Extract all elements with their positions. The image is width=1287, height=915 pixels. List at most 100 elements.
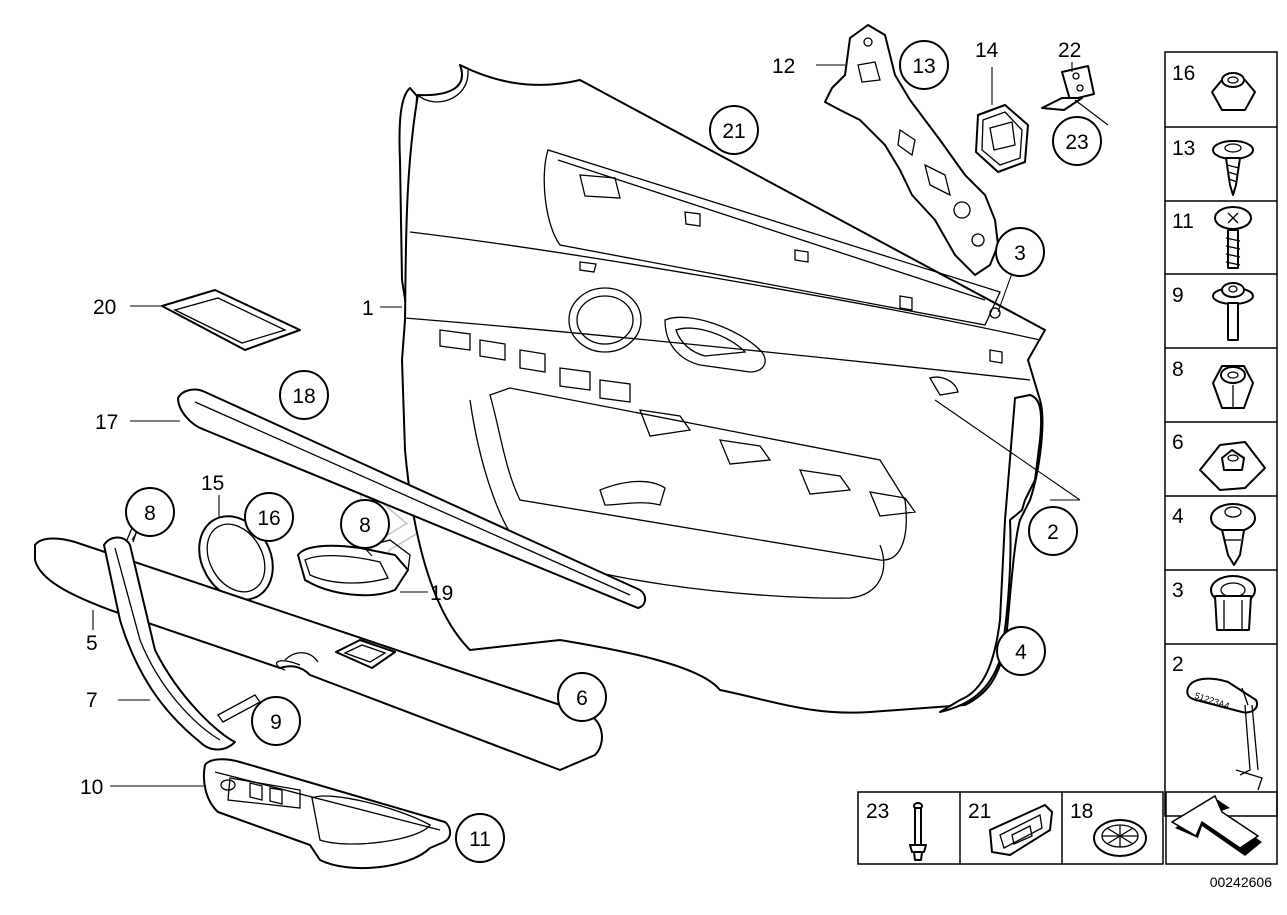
callouts: 1 2 3 4 5 6 7 8 8 9 10 11 12 13 14 15 16… xyxy=(80,39,1102,863)
callout-5: 5 xyxy=(86,632,98,655)
svg-text:16: 16 xyxy=(257,507,280,530)
legend-row-9: 9 xyxy=(1172,282,1254,341)
svg-text:17: 17 xyxy=(95,411,118,434)
svg-text:7: 7 xyxy=(86,689,98,712)
callout-14: 14 xyxy=(975,39,999,62)
legend-row-16: 16 xyxy=(1172,62,1256,111)
svg-text:10: 10 xyxy=(80,776,103,799)
callout-20: 20 xyxy=(93,296,116,319)
svg-text:21: 21 xyxy=(968,800,991,823)
direction-arrow-box xyxy=(1165,791,1278,865)
svg-text:11: 11 xyxy=(1172,210,1194,233)
clip-bracket-icon xyxy=(989,804,1053,856)
svg-text:19: 19 xyxy=(430,582,453,605)
svg-text:23: 23 xyxy=(866,800,889,823)
callout-2: 2 xyxy=(1028,506,1078,556)
svg-text:14: 14 xyxy=(975,39,999,62)
svg-text:13: 13 xyxy=(1172,137,1195,160)
legend-cell-18: 18 xyxy=(1070,800,1147,857)
bottom-legend: 23 21 18 xyxy=(857,791,1164,865)
svg-text:3: 3 xyxy=(1172,579,1184,602)
callout-6: 6 xyxy=(557,672,607,722)
callout-9: 9 xyxy=(251,696,301,746)
door-trim-panel xyxy=(398,64,1046,714)
callout-18: 18 xyxy=(279,370,329,420)
svg-text:18: 18 xyxy=(292,385,315,408)
cover-20 xyxy=(161,289,301,351)
armrest-5 xyxy=(34,537,603,771)
svg-text:3: 3 xyxy=(1014,242,1026,265)
callout-1: 1 xyxy=(362,297,374,320)
svg-text:4: 4 xyxy=(1172,505,1184,528)
svg-text:8: 8 xyxy=(359,514,371,537)
svg-text:11: 11 xyxy=(469,828,491,851)
fillister-screw-icon xyxy=(1214,206,1252,269)
expanding-rivet-icon xyxy=(1210,503,1256,566)
hex-nut-icon xyxy=(1211,72,1256,111)
legend-row-4: 4 xyxy=(1172,503,1256,566)
svg-text:20: 20 xyxy=(93,296,116,319)
callout-3: 3 xyxy=(995,227,1045,277)
svg-text:9: 9 xyxy=(270,711,282,734)
svg-text:2: 2 xyxy=(1172,653,1184,676)
svg-text:8: 8 xyxy=(1172,358,1184,381)
door-handle-19 xyxy=(297,539,411,597)
svg-text:5: 5 xyxy=(86,632,98,655)
callout-8-handle: 8 xyxy=(340,499,390,549)
svg-text:12: 12 xyxy=(772,55,795,78)
document-number: 00242606 xyxy=(1210,874,1273,890)
callout-13: 13 xyxy=(899,40,949,90)
callout-8-left: 8 xyxy=(125,487,175,537)
legend-row-8: 8 xyxy=(1172,358,1254,409)
callout-21: 21 xyxy=(709,105,759,155)
arrow-icon xyxy=(1170,794,1262,856)
sleeve-icon xyxy=(1210,575,1256,631)
callout-11: 11 xyxy=(455,813,505,863)
legend-cell-21: 21 xyxy=(968,800,1053,856)
legend-row-3: 3 xyxy=(1172,575,1256,631)
callout-4: 4 xyxy=(996,626,1046,676)
callout-16: 16 xyxy=(244,492,294,542)
hex-nut-icon xyxy=(1212,365,1254,409)
svg-text:6: 6 xyxy=(1172,431,1184,454)
legend-cell-23: 23 xyxy=(866,800,927,861)
fastener-legend: 16 13 11 9 xyxy=(1164,51,1278,817)
switch-14 xyxy=(975,104,1029,173)
switch-panel-10 xyxy=(202,758,452,869)
svg-text:6: 6 xyxy=(576,687,588,710)
screw-icon xyxy=(1212,140,1254,196)
svg-text:18: 18 xyxy=(1070,800,1093,823)
callout-15: 15 xyxy=(201,472,224,495)
callout-23: 23 xyxy=(1052,116,1102,166)
collar-screw-icon xyxy=(1212,282,1254,341)
spring-nut-icon xyxy=(1199,441,1266,491)
svg-text:16: 16 xyxy=(1172,62,1195,85)
svg-text:1: 1 xyxy=(362,297,374,320)
callout-22: 22 xyxy=(1058,39,1081,62)
bracket-22 xyxy=(1041,65,1095,111)
plug-icon xyxy=(1093,819,1147,857)
legend-row-13: 13 xyxy=(1172,137,1254,196)
svg-text:2: 2 xyxy=(1047,521,1059,544)
svg-text:13: 13 xyxy=(912,55,935,78)
legend-row-2: 2 51223A4 xyxy=(1172,653,1263,791)
svg-text:8: 8 xyxy=(144,502,156,525)
svg-text:23: 23 xyxy=(1065,131,1088,154)
svg-text:9: 9 xyxy=(1172,284,1184,307)
callout-7: 7 xyxy=(86,689,98,712)
clip-icon: 51223A4 xyxy=(1186,677,1263,791)
legend-row-11: 11 xyxy=(1172,206,1252,269)
svg-text:21: 21 xyxy=(722,120,745,143)
callout-10: 10 xyxy=(80,776,103,799)
pin-icon xyxy=(909,802,927,861)
callout-19: 19 xyxy=(430,582,453,605)
legend-row-6: 6 xyxy=(1172,431,1266,491)
callout-17: 17 xyxy=(95,411,118,434)
callout-12: 12 xyxy=(772,55,795,78)
svg-text:4: 4 xyxy=(1015,641,1027,664)
bracket-12 xyxy=(824,24,999,276)
svg-text:22: 22 xyxy=(1058,39,1081,62)
strip-17 xyxy=(177,388,646,609)
